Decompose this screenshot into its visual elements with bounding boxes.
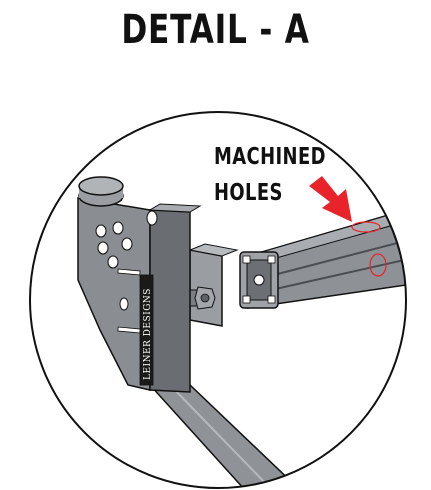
brand-label-strip: [139, 274, 154, 386]
frame-leg: [148, 384, 302, 488]
callout-arrow: [309, 176, 352, 222]
aluminum-extrusion: [239, 199, 406, 309]
frame-bracket: LEINER DESIGNS: [77, 176, 202, 393]
mounting-block: [188, 243, 239, 327]
machined-hole-side: [369, 253, 387, 277]
detail-circle-content: LEINER DESIGNS: [77, 176, 406, 488]
brand-label: LEINER DESIGNS: [143, 288, 153, 380]
detail-circle-outline: [29, 111, 407, 489]
detail-title: DETAIL - A: [121, 7, 310, 53]
machined-hole-top: [351, 221, 381, 233]
callout-label-line-2: HOLES: [214, 180, 283, 206]
callout-label-line-1: MACHINED: [214, 144, 326, 170]
